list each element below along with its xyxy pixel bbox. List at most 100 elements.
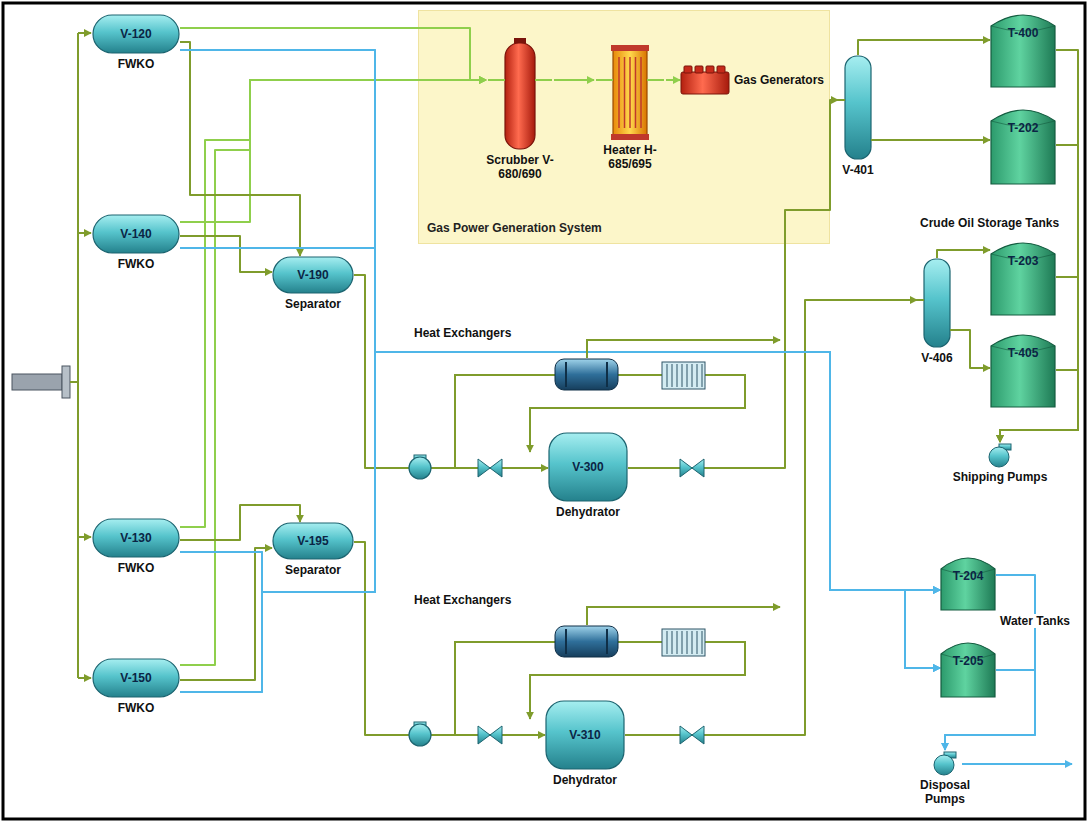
equipment-tag: Scrubber V-680/690 xyxy=(486,153,554,181)
tank-body xyxy=(941,643,995,697)
valve-symbol xyxy=(478,726,502,744)
horizontal-vessel xyxy=(273,523,353,559)
exchanger-flange xyxy=(566,362,607,387)
gas-pipe xyxy=(180,80,486,665)
pump-station: Disposal Pumps xyxy=(908,750,982,806)
heater-tube xyxy=(624,57,626,128)
inlet-pipe-body xyxy=(12,374,62,390)
heater-tube xyxy=(629,57,631,128)
equipment-caption: FWKO xyxy=(116,57,157,71)
heater-body xyxy=(613,49,647,136)
fin-cooler xyxy=(662,629,705,656)
gas-pipe xyxy=(180,80,486,527)
oil-pipe xyxy=(180,236,272,272)
tank-body xyxy=(991,15,1055,87)
oil-pipe xyxy=(858,40,990,55)
horizontal-vessel xyxy=(93,659,179,697)
disposal-outlet xyxy=(962,763,1072,765)
equipment-caption: Dehydrator xyxy=(551,773,619,787)
surge-vessel: V-401 xyxy=(838,55,878,177)
equipment-caption: Separator xyxy=(283,563,343,577)
group-label: Water Tanks xyxy=(998,614,1072,628)
surge-vessel-shape xyxy=(838,55,878,160)
nozzle-stub xyxy=(917,299,924,301)
oil-pipe xyxy=(180,548,272,680)
equipment-tag: T-205 xyxy=(953,638,984,668)
gas-pipe xyxy=(554,79,594,81)
oil-pipe xyxy=(628,100,838,468)
generator-unit xyxy=(706,66,714,73)
equipment-caption: Dehydrator xyxy=(554,505,622,519)
tank-body xyxy=(991,243,1055,315)
scrubber-body xyxy=(505,43,535,149)
heater-tube xyxy=(635,57,637,128)
fin-cooler xyxy=(662,362,705,389)
equipment-caption: FWKO xyxy=(116,257,157,271)
water-tank: T-204 xyxy=(940,553,996,611)
exchanger-flange xyxy=(566,629,607,654)
equipment-tag: T-400 xyxy=(1008,10,1039,40)
group-label: Heat Exchangers xyxy=(412,326,513,340)
horizontal-vessel xyxy=(93,215,179,253)
generator-unit xyxy=(717,66,725,73)
equipment-tag: V-310 xyxy=(569,700,600,770)
gas-pipe xyxy=(666,79,680,81)
dehydrator-drum xyxy=(546,701,624,769)
equipment-tag: T-204 xyxy=(953,553,984,583)
equipment-tag: V-140 xyxy=(120,214,151,254)
surge-vessel-shape xyxy=(917,258,957,348)
oil-pipe xyxy=(354,275,548,468)
oil-pipe xyxy=(354,542,545,735)
storage-tank: T-202 xyxy=(990,105,1056,185)
equipment-caption: Separator xyxy=(283,297,343,311)
heater-shape xyxy=(596,45,664,140)
gas-generators: Gas Generators xyxy=(680,65,824,95)
storage-tank-shape xyxy=(990,330,1056,408)
equipment-tag: V-120 xyxy=(120,14,151,54)
separator-vessel: V-190Separator xyxy=(272,256,354,311)
equipment-tag: V-401 xyxy=(840,163,875,177)
oil-pipe xyxy=(878,139,990,141)
nozzle-stub xyxy=(596,79,613,81)
pump-symbol xyxy=(930,750,960,776)
equipment-tag: T-202 xyxy=(1008,105,1039,135)
heat-exchanger xyxy=(555,359,618,390)
storage-tank: T-203 xyxy=(990,238,1056,316)
cooler-fins xyxy=(667,364,702,387)
equipment-caption: FWKO xyxy=(116,701,157,715)
generator-unit xyxy=(684,66,692,73)
cooler-fins xyxy=(667,631,702,654)
fwko-vessel: V-140FWKO xyxy=(92,214,180,271)
scrubber-vessel: Scrubber V-680/690 xyxy=(486,38,554,181)
dehydrator-vessel: V-300Dehydrator xyxy=(548,432,628,519)
oil-pipe xyxy=(937,250,990,258)
water-pipe xyxy=(180,50,940,590)
heat-exchanger xyxy=(555,626,618,657)
exchanger-pipe xyxy=(587,340,780,358)
scrubber-vessel-shape xyxy=(488,38,552,150)
heater-tube xyxy=(640,57,642,128)
inlet-branch xyxy=(78,32,91,34)
surge-vessel: V-406 xyxy=(917,258,957,365)
valve-symbol xyxy=(680,726,704,744)
water-tank: T-205 xyxy=(940,638,996,698)
heater: Heater H-685/695 xyxy=(594,45,666,171)
equipment-tag: V-190 xyxy=(297,256,328,294)
equipment-tag: Gas Generators xyxy=(734,73,824,87)
equipment-tag: V-195 xyxy=(297,522,328,560)
heater-tube xyxy=(618,57,620,128)
tank-body xyxy=(991,335,1055,407)
separator-vessel: V-195Separator xyxy=(272,522,354,577)
pump-symbol xyxy=(985,442,1015,468)
heater-cap xyxy=(611,134,649,140)
inlet-branch xyxy=(78,232,91,234)
generator-body xyxy=(681,72,729,94)
nozzle-stub xyxy=(871,139,878,141)
gas-pipe xyxy=(180,28,486,80)
water-pipe xyxy=(180,50,940,668)
nozzle-stub xyxy=(535,79,552,81)
dehydrator-vessel: V-310Dehydrator xyxy=(545,700,625,787)
equipment-tag: V-130 xyxy=(120,518,151,558)
